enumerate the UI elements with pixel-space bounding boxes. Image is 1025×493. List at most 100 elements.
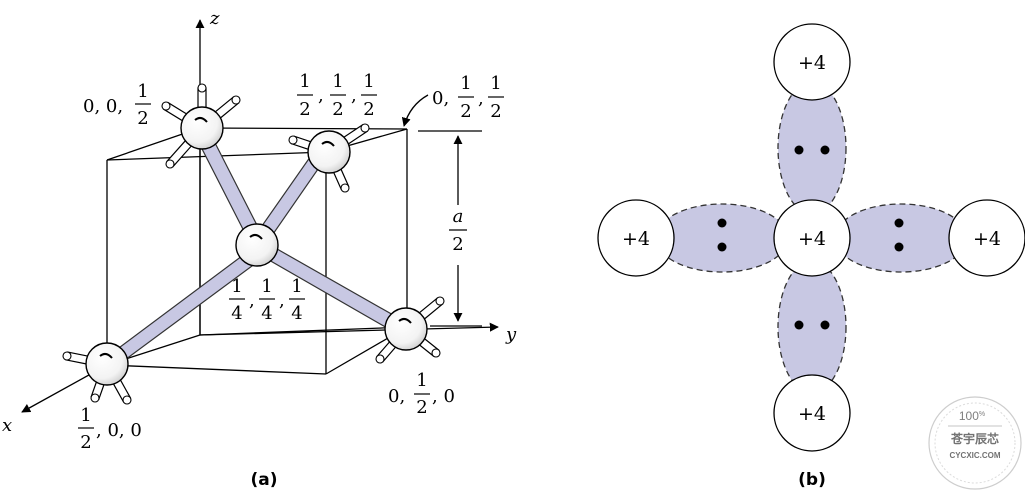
charge-label: +4: [973, 228, 1001, 250]
atom-center: [235, 223, 279, 267]
atom-sphere: [235, 223, 279, 267]
coord-prefix: 0, 0,: [83, 96, 123, 117]
bond-stub-cap: [122, 395, 132, 405]
frac-num: 1: [261, 276, 272, 297]
height-dimension: [418, 130, 482, 327]
coord-label-top-left: 0, 0, 1 2: [83, 81, 151, 129]
charge-label: +4: [798, 228, 826, 250]
frac-num: a: [453, 206, 464, 227]
bond-stub-cap: [375, 354, 385, 364]
comma: ,: [249, 290, 255, 311]
bond-stub-cap: [90, 393, 100, 403]
coord-label-center: 1 4 , 1 4 , 1 4: [229, 276, 305, 324]
comma: ,: [351, 85, 357, 106]
bond-lobe-right: [834, 203, 968, 273]
axis-label-y: y: [505, 324, 517, 345]
coord-suffix: , 0: [432, 386, 455, 407]
frac-num: 1: [80, 405, 91, 426]
frac-num: 1: [291, 276, 302, 297]
atom-sphere: [180, 106, 224, 150]
atom-top-left: [161, 83, 241, 169]
coord-label-bottom-left: 1 2 , 0, 0: [78, 405, 142, 453]
electron-pairs: [717, 145, 904, 330]
axis-label-x: x: [2, 415, 12, 436]
watermark-bottom: CYCXIC.COM: [949, 451, 1000, 460]
atom-sphere: [384, 307, 428, 351]
bond-lobe-top: [777, 81, 847, 215]
frac-num: 1: [490, 73, 501, 94]
frac-den: 2: [137, 108, 148, 129]
nucleus-center: [773, 199, 851, 277]
atom-sphere: [85, 342, 129, 386]
charge-label: +4: [798, 403, 826, 425]
bond-stub-cap: [288, 135, 298, 145]
frac-num: 1: [137, 81, 148, 102]
coord-label-top-right: 0, 1 2 , 1 2: [432, 73, 504, 122]
atom-highlight: [321, 140, 335, 147]
frac-den: 4: [291, 303, 302, 324]
coord-prefix: 0,: [432, 88, 449, 109]
frac-den: 2: [416, 397, 427, 418]
panel-b-covalent-bonds: +4 +4 +4 +4 +4 (b): [597, 23, 1025, 490]
atom-highlight: [398, 317, 412, 324]
bond-stub-cap: [360, 123, 370, 133]
bond-stub-cap: [431, 348, 441, 358]
bond-stub-cap: [231, 95, 241, 105]
caption-b: (b): [798, 470, 826, 490]
frac-den: 2: [363, 99, 374, 120]
watermark-mid: 苍宇辰芯: [950, 431, 999, 446]
electron: [794, 145, 804, 155]
caption-a: (a): [250, 470, 277, 490]
axis-label-z: z: [209, 8, 220, 29]
frac-den: 2: [490, 101, 501, 122]
bond-stub-cap: [435, 296, 445, 306]
frac-den: 2: [80, 432, 91, 453]
watermark-top: 100%: [959, 409, 985, 423]
comma: ,: [478, 88, 484, 109]
coord-label-bottom-right: 0, 1 2 , 0: [388, 370, 455, 418]
coord-suffix: , 0, 0: [96, 420, 142, 441]
frac-num: 1: [299, 71, 310, 92]
nucleus-charges: +4 +4 +4 +4 +4: [622, 52, 1001, 425]
coord-prefix: 0,: [388, 386, 405, 407]
nucleus-bottom: [773, 374, 851, 452]
frac-num: 1: [460, 73, 471, 94]
tetrahedral-bonds: [107, 134, 410, 366]
frac-den: 2: [332, 99, 343, 120]
atom-bottom-left: [62, 342, 132, 405]
atom-highlight: [249, 233, 263, 240]
frac-num: 1: [363, 71, 374, 92]
nucleus-left: [597, 199, 675, 277]
atoms-group: [62, 83, 445, 405]
atom-top-center: [288, 123, 370, 193]
bond-lobe-left: [655, 203, 789, 273]
frac-den: 2: [460, 101, 471, 122]
comma: ,: [318, 85, 324, 106]
charge-label: +4: [622, 228, 650, 250]
charge-label: +4: [798, 52, 826, 74]
bond-stub-cap: [161, 101, 171, 111]
atom-bottom-right: [375, 296, 445, 364]
height-label: a 2: [449, 206, 467, 255]
atom-highlight: [194, 116, 208, 123]
frac-den: 2: [299, 99, 310, 120]
electron: [894, 242, 904, 252]
frac-num: 1: [416, 370, 427, 391]
frac-den: 4: [261, 303, 272, 324]
electron: [717, 242, 727, 252]
bond-stub-cap: [62, 351, 72, 361]
bond-lobe-bottom: [777, 260, 847, 394]
bond-stub-cap: [340, 183, 350, 193]
electron: [794, 320, 804, 330]
frac-num: 1: [332, 71, 343, 92]
electron: [894, 218, 904, 228]
electron: [820, 145, 830, 155]
bond-stub-cap: [197, 83, 207, 93]
watermark-stamp: 100% 苍宇辰芯 CYCXIC.COM: [928, 396, 1022, 490]
comma: ,: [279, 290, 285, 311]
electron: [717, 218, 727, 228]
frac-num: 1: [231, 276, 242, 297]
coord-label-top-center: 1 2 , 1 2 , 1 2: [297, 71, 377, 120]
electron: [820, 320, 830, 330]
